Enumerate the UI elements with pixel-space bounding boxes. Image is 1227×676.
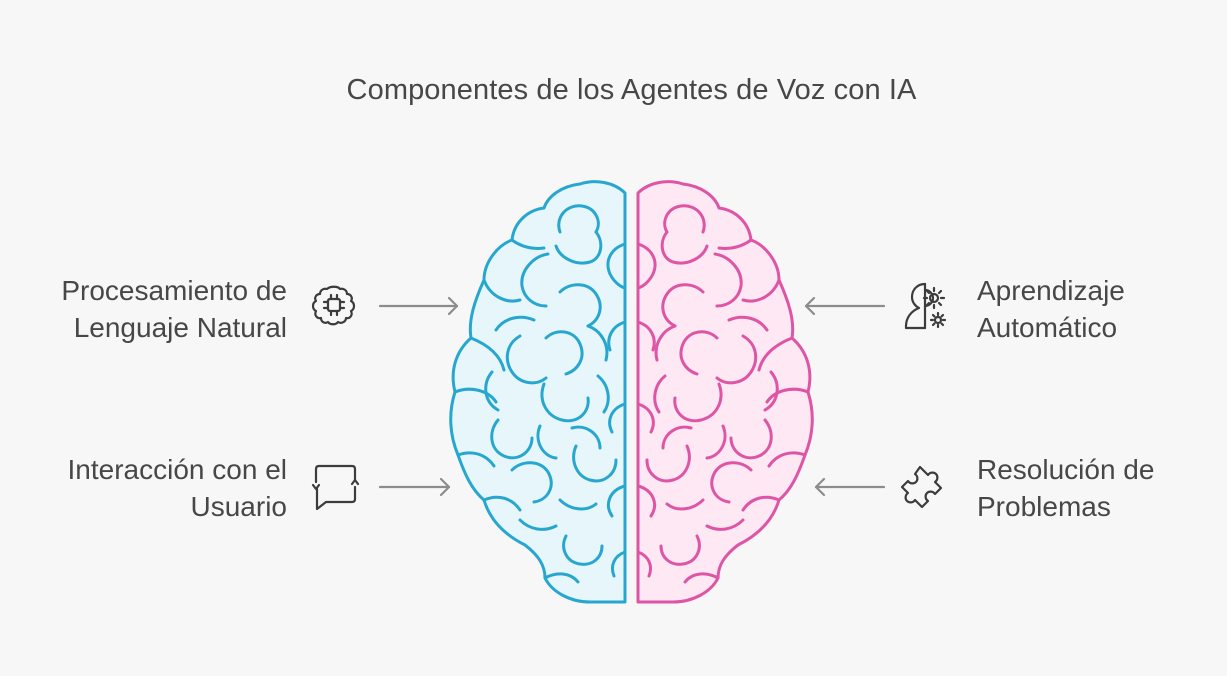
arrows bbox=[378, 296, 886, 497]
label-problem-line-1: Resolución de bbox=[977, 454, 1155, 485]
label-ml-line-1: Aprendizaje bbox=[977, 275, 1125, 306]
label-nlp: Procesamiento de Lenguaje Natural bbox=[30, 272, 287, 346]
arrow-interaction bbox=[378, 477, 451, 497]
label-nlp-line-1: Procesamiento de bbox=[61, 275, 287, 306]
label-interaction-line-1: Interacción con el bbox=[67, 454, 287, 485]
arrow-problem bbox=[814, 477, 886, 497]
person-gear-icon bbox=[898, 278, 954, 334]
label-ml-line-2: Automático bbox=[977, 312, 1118, 343]
label-interaction: Interacción con el Usuario bbox=[30, 451, 287, 525]
label-interaction-line-2: Usuario bbox=[190, 491, 287, 522]
chat-refresh-icon bbox=[306, 458, 362, 514]
brain-left-hemisphere bbox=[449, 180, 627, 604]
brain-right-hemisphere bbox=[636, 180, 814, 604]
arrow-nlp bbox=[378, 296, 459, 316]
label-nlp-line-2: Lenguaje Natural bbox=[73, 312, 287, 343]
diagram-title: Componentes de los Agentes de Voz con IA bbox=[346, 74, 917, 106]
label-ml: Aprendizaje Automático bbox=[977, 272, 1217, 346]
label-problem: Resolución de Problemas bbox=[977, 451, 1217, 525]
puzzle-icon bbox=[898, 458, 954, 514]
arrow-ml bbox=[804, 296, 886, 316]
brain-circuit-icon bbox=[306, 278, 362, 334]
label-problem-line-2: Problemas bbox=[977, 491, 1111, 522]
